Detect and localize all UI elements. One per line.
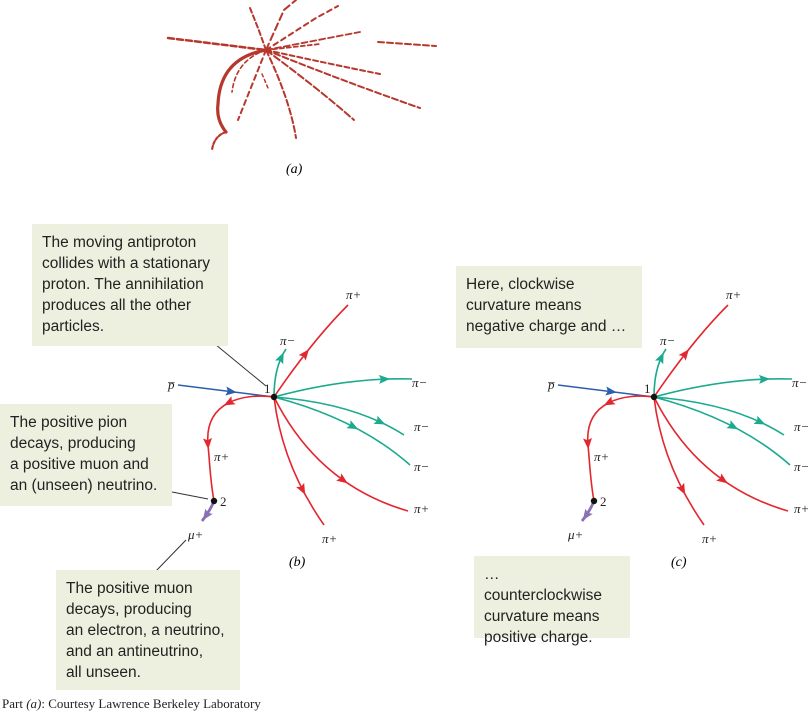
track-arrow [336,473,350,487]
track-arrow [676,483,689,497]
credit-text: : Courtesy Lawrence Berkeley Laboratory [41,696,260,711]
pi-minus-right1-track [274,379,412,397]
photo-track [266,50,420,108]
mu-plus-label: μ+ [567,527,583,542]
vertex-1-label: 1 [644,381,651,396]
photo-track [250,8,266,50]
pi-minus-top-label: π− [660,333,675,348]
vertex-2-label: 2 [220,494,227,509]
vertex-2-label: 2 [600,494,607,509]
muon-decay-leader [155,540,186,572]
panel-c-label: (c) [671,555,687,570]
track-arrow [726,420,740,433]
pi-plus-right-track [274,397,408,511]
pi-plus-right-label: π+ [794,501,808,516]
credit-prefix: Part [2,696,26,711]
track-arrow [222,396,236,409]
photo-track [266,50,296,138]
pi-minus-right1-label: π− [412,375,427,390]
pi-minus-right3-label: π− [414,459,429,474]
photo-track [168,38,266,50]
vertex-1-dot [651,394,657,400]
pi-minus-right1-track [654,379,792,397]
bubble-chamber-photo [168,0,436,150]
track-arrow [374,416,388,429]
antiproton-label: p̅ [167,377,175,392]
muon-decay-callout: The positive muon decays, producing an e… [56,570,240,690]
photo-track [266,32,360,50]
annihilation-leader [210,340,266,386]
pi-minus-right2-label: π− [794,419,808,434]
pion-decay-callout: The positive pion decays, producing a po… [0,404,172,506]
pi-plus-curl-label: π+ [214,449,229,464]
pi-plus-bottom-track [274,397,324,525]
clockwise-callout: Here, clockwise curvature means negative… [456,266,642,348]
track-arrow [602,396,616,409]
pi-minus-top-label: π− [280,333,295,348]
antiproton-label: p̅ [547,377,555,392]
track-arrow [754,416,768,429]
pi-plus-bottom-track [654,397,704,525]
counterclockwise-callout: … counterclockwise curvature means posit… [474,556,630,638]
panel-b-label: (b) [289,555,306,570]
vertex-1-label: 1 [264,381,271,396]
pi-plus-right-track [654,397,788,511]
track-arrow [275,350,288,364]
track-arrow [655,350,668,364]
photo-track [218,50,266,132]
pi-plus-top-label: π+ [726,287,741,302]
credit-line: Part (a): Courtesy Lawrence Berkeley Lab… [2,696,261,712]
mu-plus-label: μ+ [187,527,203,542]
track-arrow [716,473,730,487]
pi-plus-bottom-label: π+ [322,531,337,546]
vertex-1-dot [271,394,277,400]
track-arrow [346,420,360,433]
pi-plus-top-label: π+ [346,287,361,302]
pi-plus-curl-label: π+ [594,449,609,464]
panel-a-label: (a) [286,162,303,177]
pi-plus-bottom-label: π+ [702,531,717,546]
photo-track [266,0,296,50]
photo-track [238,50,266,120]
credit-part-label: (a) [26,696,41,711]
pi-minus-right2-label: π− [414,419,429,434]
pi-minus-right1-label: π− [792,375,807,390]
pi-minus-right3-label: π− [794,459,808,474]
photo-track [378,42,436,46]
pi-plus-right-label: π+ [414,501,429,516]
photo-track [262,74,268,88]
vertex-2-dot [591,498,597,504]
photo-track [212,132,226,150]
annihilation-callout: The moving antiproton collides with a st… [32,224,228,346]
track-arrow [296,483,309,497]
pion-decay-leader [172,492,208,499]
vertex-2-dot [211,498,217,504]
